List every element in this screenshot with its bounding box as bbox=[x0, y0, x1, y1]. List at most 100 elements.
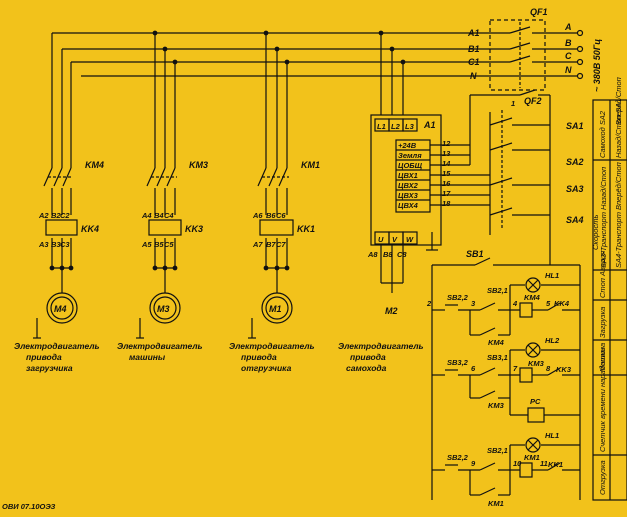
rung3-wire-11: 11 bbox=[540, 459, 548, 468]
rung1-wire-4: 4 bbox=[512, 299, 518, 308]
relay-top-label: B6 bbox=[266, 211, 276, 220]
side-label-emergency-stop: Стоп Авария bbox=[598, 251, 607, 298]
thermal-relay-label: KK4 bbox=[81, 224, 99, 234]
relay-bottom-label: C5 bbox=[164, 240, 174, 249]
out-wire-a8: A8 bbox=[367, 250, 378, 259]
terminal-num-15: 15 bbox=[442, 169, 451, 178]
thermal-relay-label: KK1 bbox=[297, 224, 315, 234]
thermal-relay-box bbox=[45, 219, 78, 236]
qf1-breaker bbox=[489, 19, 584, 91]
contactor-label: KM4 bbox=[85, 160, 104, 170]
footer-code: ОВИ 07.10ОЭЗ bbox=[2, 502, 56, 511]
motor-caption: машины bbox=[129, 352, 166, 362]
relay-bottom-label: A7 bbox=[252, 240, 263, 249]
motor-caption: отгрузчика bbox=[241, 363, 292, 373]
rung3-seal: KM1 bbox=[488, 499, 504, 508]
side-label-self-propelled: Самоход SA2 bbox=[598, 110, 607, 158]
wire-1: 1 bbox=[511, 99, 515, 108]
supply-voltage: ~ 380В 50Гц bbox=[592, 39, 602, 92]
motor-caption: Электродвигатель bbox=[14, 341, 100, 351]
relay-bottom-label: A5 bbox=[141, 240, 152, 249]
relay-bottom-label: C7 bbox=[276, 240, 286, 249]
stop-button-sb1: SB1 bbox=[466, 249, 484, 259]
rung2-stop: SB3,2 bbox=[447, 358, 469, 367]
terminal-24v: +24В bbox=[398, 141, 417, 150]
motor-outer-ring bbox=[261, 292, 293, 324]
rung3-relay: KK1 bbox=[548, 460, 563, 469]
side-label-sa3: SA3-Транспорт Назад/Стоп bbox=[599, 167, 608, 268]
relay-bottom-label: B7 bbox=[266, 240, 276, 249]
terminal-ground: Земля bbox=[398, 151, 422, 160]
relay-top-label: B2 bbox=[51, 211, 61, 220]
motor-inner-ring bbox=[265, 296, 289, 320]
switch-sa4: SA4 bbox=[566, 215, 584, 225]
rung2-wire-7: 7 bbox=[513, 364, 518, 373]
rung3-coil: KM1 bbox=[524, 453, 540, 462]
side-label-speed: Скорость bbox=[591, 215, 600, 250]
side-label-forward-stop: Вперёд/Стоп bbox=[614, 77, 623, 125]
side-label-sa4: SA4-Транспорт Вперёд/Стоп bbox=[614, 162, 623, 268]
motor-caption: Электродвигатель bbox=[117, 341, 203, 351]
controller-output-w: W bbox=[406, 235, 414, 244]
phase-out-c: C bbox=[565, 51, 572, 61]
qf2-name: QF2 bbox=[524, 96, 542, 106]
relay-top-label: C4 bbox=[164, 211, 174, 220]
qf2-breaker bbox=[469, 89, 550, 105]
side-label-hour-meter: Счетчик времени наработки bbox=[598, 347, 607, 452]
thermal-relay-label: KK3 bbox=[185, 224, 203, 234]
terminal-num-17: 17 bbox=[442, 189, 451, 198]
contactor-label: KM1 bbox=[301, 160, 320, 170]
side-table-frame bbox=[592, 99, 627, 501]
rung2-start: SB3,1 bbox=[487, 353, 508, 362]
motor-inner-ring bbox=[153, 296, 177, 320]
control-labels: QF2 1 SA1 SA2 SA3 SA4 SB1 SB2,2 SB2,1 HL… bbox=[426, 96, 584, 508]
relay-bottom-label: A3 bbox=[38, 240, 49, 249]
motor-outer-ring bbox=[46, 292, 78, 324]
controller-name: A1 bbox=[423, 120, 436, 130]
rung1-relay: KK4 bbox=[554, 299, 570, 308]
relay-bottom-label: B3 bbox=[51, 240, 61, 249]
relay-top-label: C6 bbox=[276, 211, 286, 220]
terminal-num-12: 12 bbox=[442, 139, 451, 148]
terminal-num-18: 18 bbox=[442, 199, 451, 208]
supply-bus bbox=[51, 30, 490, 168]
side-label-load: Загрузка bbox=[598, 307, 607, 338]
rung1-wire-3: 3 bbox=[471, 299, 476, 308]
controller-input-l3: L3 bbox=[405, 122, 415, 131]
selector-switches bbox=[469, 95, 551, 265]
terminal-in1: ЦВХ1 bbox=[398, 171, 418, 180]
relay-top-label: A4 bbox=[141, 211, 152, 220]
terminal-in2: ЦВХ2 bbox=[398, 181, 419, 190]
relay-bottom-label: B5 bbox=[154, 240, 164, 249]
motor-inner-ring bbox=[50, 296, 74, 320]
side-table-labels: Отгрузка Счетчик времени наработки Машин… bbox=[591, 77, 623, 495]
motor-outer-ring bbox=[149, 292, 181, 324]
side-label-sa1: Назад/Стоп SA1 bbox=[614, 99, 623, 158]
rung2-relay: KK3 bbox=[556, 365, 572, 374]
phase-in-a1: A1 bbox=[467, 28, 480, 38]
controller-output-v: V bbox=[392, 235, 398, 244]
rung1-start: SB2,1 bbox=[487, 286, 508, 295]
phase-out-n: N bbox=[565, 65, 572, 75]
motor-caption: Электродвигатель bbox=[229, 341, 315, 351]
switch-sa2: SA2 bbox=[566, 157, 584, 167]
relay-top-label: A6 bbox=[252, 211, 263, 220]
contactor-label: KM3 bbox=[189, 160, 208, 170]
motor-label: M1 bbox=[269, 304, 282, 314]
rung2-seal: KM3 bbox=[488, 401, 505, 410]
terminal-in4: ЦВХ4 bbox=[398, 201, 419, 210]
rung1-coil: KM4 bbox=[524, 293, 541, 302]
qf1-labels: QF1 A1 B1 C1 N A B C N ~ 380В 50Гц bbox=[467, 7, 602, 92]
controller-caption-3: самохода bbox=[346, 363, 387, 373]
terminal-num-16: 16 bbox=[442, 179, 451, 188]
rung3-lamp: HL1 bbox=[545, 431, 559, 440]
rung3-wire-9: 9 bbox=[471, 459, 476, 468]
rung2-timer: PC bbox=[530, 397, 541, 406]
rung3-start: SB2,1 bbox=[487, 446, 508, 455]
rung2-lamp: HL2 bbox=[545, 336, 560, 345]
phase-in-b1: B1 bbox=[468, 44, 480, 54]
